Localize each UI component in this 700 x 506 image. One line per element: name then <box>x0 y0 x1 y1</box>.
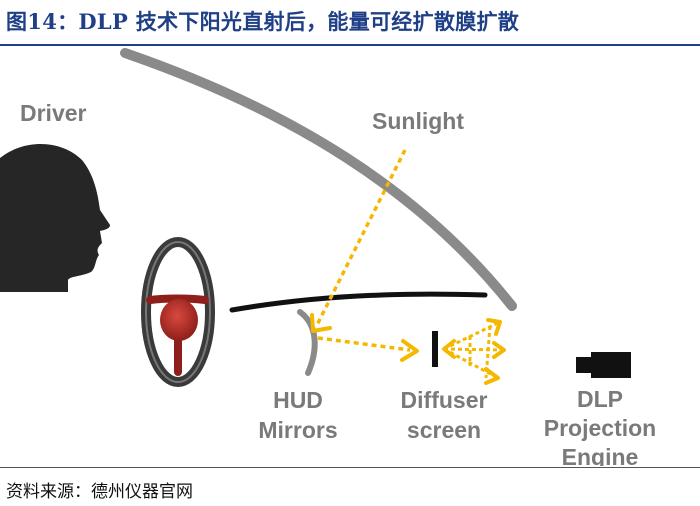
label-diffuser-line1: Diffuser <box>401 387 488 413</box>
driver-head-icon <box>0 143 110 292</box>
diffuser-screen <box>432 331 438 367</box>
source-note: 资料来源：德州仪器官网 <box>6 482 193 502</box>
diffused-arrowheads <box>442 318 506 385</box>
source-rule <box>0 467 700 468</box>
title-rule <box>0 44 700 46</box>
label-hud-line1: HUD <box>273 387 323 413</box>
label-driver: Driver <box>20 100 87 126</box>
hud-diagram: Driver Sunlight HUD Mirrors Diffuser scr… <box>0 48 656 466</box>
steering-wheel-icon <box>141 237 215 387</box>
label-diffuser-line2: screen <box>407 417 481 443</box>
label-dlp-line2: Projection <box>544 415 656 441</box>
sunlight-ray <box>314 149 411 352</box>
hud-mirror <box>297 309 318 376</box>
label-dlp-line1: DLP <box>577 386 623 412</box>
dashboard <box>229 291 488 313</box>
label-hud-line2: Mirrors <box>258 417 337 443</box>
windshield <box>120 48 517 311</box>
figure-title: 图14：DLP 技术下阳光直射后，能量可经扩散膜扩散 <box>6 9 520 34</box>
diffused-rays <box>443 320 504 380</box>
label-sunlight: Sunlight <box>372 108 464 134</box>
dlp-projector-icon <box>576 352 631 378</box>
sunlight-arrowheads <box>310 313 419 362</box>
label-dlp-line3: Engine <box>562 444 639 466</box>
